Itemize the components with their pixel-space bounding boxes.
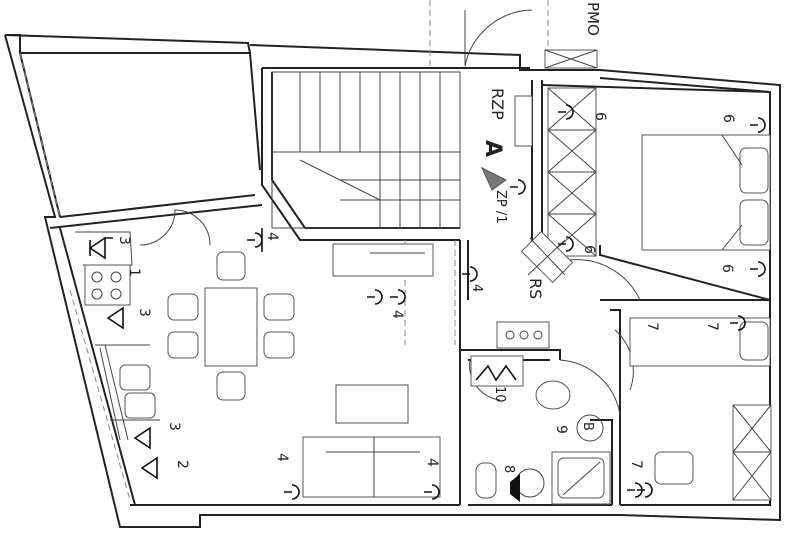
circuit-4d: 4 (274, 453, 290, 462)
circuit-7b: 7 (704, 322, 720, 331)
circuit-2: 2 (174, 460, 190, 469)
label-a: A (480, 140, 505, 157)
socket-symbols (88, 104, 766, 500)
circuit-6a: 6 (592, 112, 608, 121)
circuit-3c: 3 (166, 422, 182, 431)
circuit-6c: 6 (581, 245, 597, 254)
circuit-4b: 4 (389, 310, 405, 319)
inner-walls (459, 80, 771, 506)
circuit-4c: 4 (469, 284, 484, 292)
circuit-8: 8 (501, 465, 516, 473)
living-room-furniture (302, 243, 441, 498)
panels (480, 166, 550, 502)
circuit-9: 9 (553, 425, 569, 434)
doors (139, 9, 641, 416)
label-pmo: PMO (584, 2, 602, 36)
circuit-7a: 7 (644, 322, 660, 331)
label-zp: ZP /1 (493, 190, 508, 224)
circuit-1: 1 (126, 268, 142, 277)
label-rs: RS (526, 278, 545, 299)
kitchen-counter (75, 231, 160, 441)
circuit-6b: 6 (720, 114, 736, 123)
circuit-3a: 3 (116, 236, 132, 245)
circuit-3b: 3 (136, 308, 152, 317)
circuit-7c: 7 (628, 460, 644, 469)
dashed-lines (19, 0, 549, 501)
bathroom-fixtures (470, 355, 611, 505)
circuit-4e: 4 (424, 458, 440, 467)
circuit-4a: 4 (264, 232, 280, 241)
circuit-6d: 6 (719, 264, 735, 273)
dining-set (167, 251, 295, 401)
beds (629, 134, 771, 485)
staircase (271, 71, 461, 229)
label-rzp: RZP (488, 88, 507, 120)
label-b: B (580, 422, 595, 431)
circuit-10: 10 (492, 386, 507, 403)
